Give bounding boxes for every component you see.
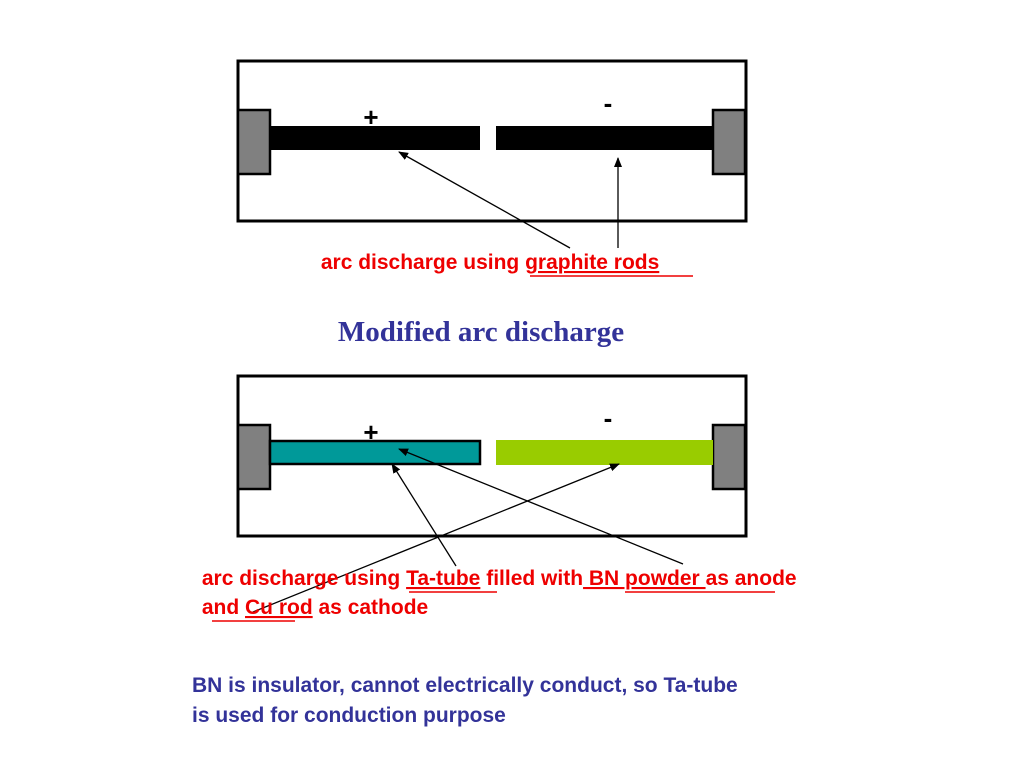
caption-text: arc discharge using xyxy=(202,567,406,590)
ta-tube-anode xyxy=(268,439,482,466)
right-electrode-holder xyxy=(711,423,747,491)
caption-bn-powder: BN powder xyxy=(583,567,706,590)
caption-graphite-rods: arc discharge using graphite rods xyxy=(280,251,688,274)
caption-text: filled with xyxy=(480,567,583,590)
left-electrode-holder xyxy=(236,423,272,491)
caption-text: and xyxy=(202,596,245,619)
diagram-graphite-rods: + - arc discharge using graphite rods xyxy=(236,59,748,277)
diagram-modified: + - arc discharge using Ta-tube filled w… xyxy=(161,374,826,622)
cu-rod-cathode xyxy=(496,440,713,465)
graphite-rod-cathode xyxy=(496,126,713,150)
pointer-arrow-bn-powder xyxy=(398,448,684,565)
pointer-arrow-cu-rod xyxy=(252,463,620,613)
plus-sign: + xyxy=(363,417,378,447)
minus-sign: - xyxy=(604,403,613,433)
right-electrode-holder xyxy=(711,108,747,176)
caption-text: as anode xyxy=(706,567,797,590)
caption-line-1: arc discharge using Ta-tube filled with … xyxy=(161,567,826,590)
note-line-2: is used for conduction purpose xyxy=(192,704,506,727)
plus-sign: + xyxy=(363,102,378,132)
pointer-arrow-ta-tube xyxy=(391,463,457,567)
caption-cu-rod: Cu rod xyxy=(245,596,313,619)
note-line-1: BN is insulator, cannot electrically con… xyxy=(192,674,738,697)
caption-underlined: graphite rods xyxy=(525,251,659,274)
left-electrode-holder xyxy=(236,108,272,176)
caption-line-2: and Cu rod as cathode xyxy=(161,596,457,619)
page-heading: Modified arc discharge xyxy=(338,316,624,348)
graphite-rod-anode xyxy=(270,126,480,150)
caption-prefix: arc discharge using xyxy=(321,251,525,274)
caption-text: as cathode xyxy=(313,596,429,619)
caption-ta-tube: Ta-tube xyxy=(406,567,480,590)
pointer-arrow-anode xyxy=(398,151,571,249)
minus-sign: - xyxy=(604,88,613,118)
